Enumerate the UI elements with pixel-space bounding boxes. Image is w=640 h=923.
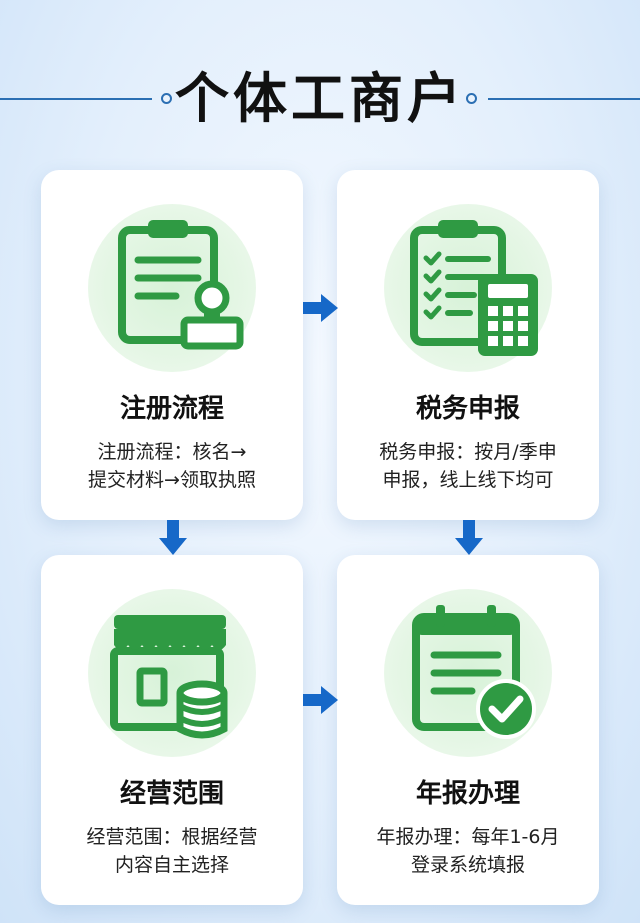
card-registration[interactable]: 注册流程 注册流程：核名→ 提交材料→领取执照 — [41, 170, 303, 520]
page-header: 个体工商户 — [0, 62, 640, 142]
card-desc-line: 内容自主选择 — [114, 854, 229, 876]
clipboard-stamp-icon — [118, 220, 244, 350]
header-line-right — [488, 98, 640, 100]
card-title: 注册流程 — [119, 394, 224, 424]
page-title: 个体工商户 — [175, 67, 465, 130]
card-desc-line: 提交材料→领取执照 — [88, 469, 256, 491]
arrow-down-icon — [455, 520, 483, 555]
arrow-right-icon — [303, 686, 338, 714]
checklist-calculator-icon — [410, 220, 538, 356]
header-dot-left — [161, 93, 172, 104]
card-title: 经营范围 — [119, 779, 224, 809]
header-line-left — [0, 98, 152, 100]
card-desc-line: 申报，线上线下均可 — [382, 469, 554, 491]
card-tax-filing[interactable]: 税务申报 税务申报：按月/季申 申报，线上线下均可 — [337, 170, 599, 520]
card-description: 年报办理：每年1-6月 登录系统填报 — [343, 823, 593, 879]
card-desc-line: 税务申报：按月/季申 — [379, 441, 557, 463]
arrow-right-icon — [303, 294, 338, 322]
card-description: 税务申报：按月/季申 申报，线上线下均可 — [343, 438, 593, 494]
card-business-scope[interactable]: 经营范围 经营范围：根据经营 内容自主选择 — [41, 555, 303, 905]
card-title: 年报办理 — [415, 779, 520, 809]
calendar-check-icon — [412, 605, 536, 739]
card-description: 注册流程：核名→ 提交材料→领取执照 — [47, 438, 297, 494]
arrow-down-icon — [159, 520, 187, 555]
card-desc-line: 年报办理：每年1-6月 — [376, 826, 560, 848]
card-desc-line: 经营范围：根据经营 — [86, 826, 258, 848]
storefront-database-icon — [110, 615, 228, 739]
card-description: 经营范围：根据经营 内容自主选择 — [47, 823, 297, 879]
card-title: 税务申报 — [415, 394, 520, 424]
card-desc-line: 注册流程：核名→ — [97, 441, 247, 463]
card-annual-report[interactable]: 年报办理 年报办理：每年1-6月 登录系统填报 — [337, 555, 599, 905]
header-dot-right — [466, 93, 477, 104]
card-desc-line: 登录系统填报 — [410, 854, 525, 876]
